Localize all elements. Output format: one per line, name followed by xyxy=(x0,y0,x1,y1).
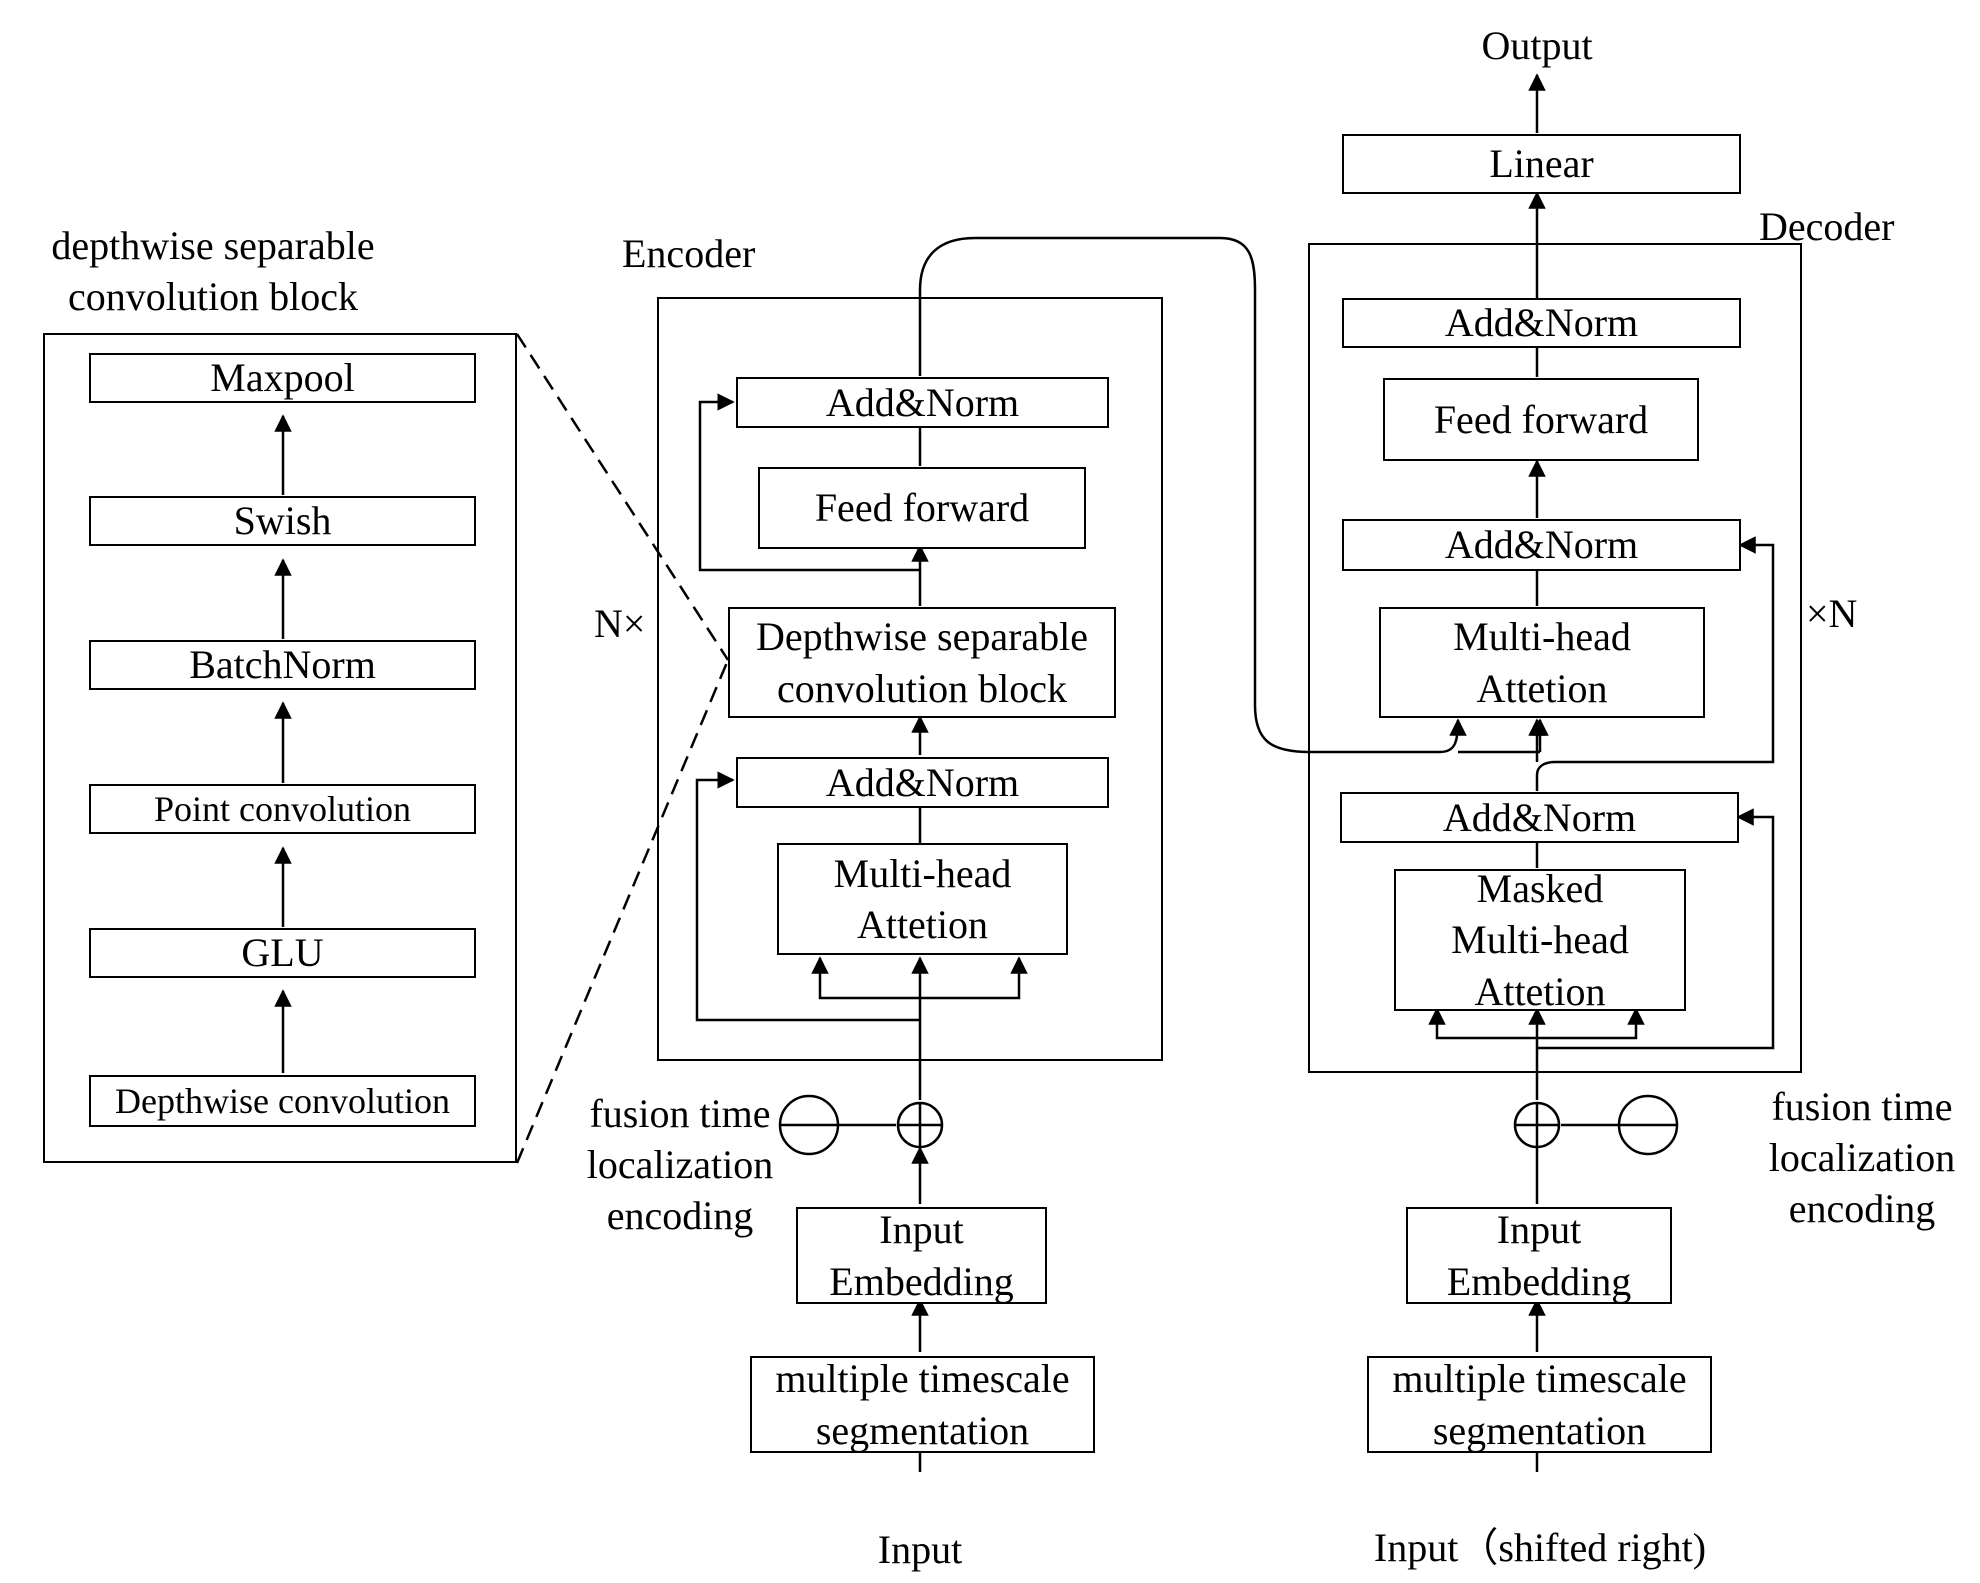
decoder-timescale-segmentation: multiple timescale segmentation xyxy=(1367,1356,1712,1453)
detail-panel-title: depthwise separable convolution block xyxy=(51,223,375,320)
encoder-fusion-symbol xyxy=(778,1094,840,1156)
decoder-input-label: Input（shifted right) xyxy=(1373,1525,1707,1570)
decoder-repeat-label: ×N xyxy=(1806,591,1858,636)
encoder-feed-forward: Feed forward xyxy=(758,467,1086,549)
decoder-add-norm-bottom: Add&Norm xyxy=(1340,792,1739,843)
decoder-frame xyxy=(1308,243,1802,1073)
arrow-dec-masked-k xyxy=(1428,1007,1537,1040)
decoder-multi-head-attention: Multi-head Attetion xyxy=(1379,607,1705,718)
arrow-encoder-output-to-decoder xyxy=(918,236,1467,754)
decoder-output-label: Output xyxy=(1481,23,1593,68)
encoder-repeat-label: N× xyxy=(594,601,646,646)
encoder-multi-head-attention: Multi-head Attetion xyxy=(777,843,1068,955)
encoder-conv-block: Depthwise separable convolution block xyxy=(728,607,1116,718)
detail-layer-depthwise-convolution: Depthwise convolution xyxy=(89,1075,476,1127)
arrow-enc-residual-2 xyxy=(698,393,920,572)
encoder-plus-symbol xyxy=(896,1101,944,1149)
encoder-title: Encoder xyxy=(622,231,756,276)
decoder-linear: Linear xyxy=(1342,134,1741,194)
encoder-frame xyxy=(657,297,1163,1061)
detail-panel-frame xyxy=(43,333,517,1163)
decoder-input-embedding: Input Embedding xyxy=(1406,1207,1672,1304)
detail-layer-batchnorm: BatchNorm xyxy=(89,640,476,690)
decoder-fusion-symbol xyxy=(1617,1094,1679,1156)
detail-layer-glu: GLU xyxy=(89,928,476,978)
encoder-input-label: Input xyxy=(877,1527,963,1572)
encoder-fusion-label: fusion time localization encoding xyxy=(586,1091,774,1239)
arrow-dec-residual-2 xyxy=(1535,536,1775,791)
detail-layer-point-convolution: Point convolution xyxy=(89,784,476,834)
encoder-input-embedding: Input Embedding xyxy=(796,1207,1047,1304)
detail-layer-maxpool: Maxpool xyxy=(89,353,476,403)
decoder-title: Decoder xyxy=(1759,204,1895,249)
decoder-add-norm-top: Add&Norm xyxy=(1342,298,1741,348)
detail-layer-swish: Swish xyxy=(89,496,476,546)
decoder-add-norm-mid: Add&Norm xyxy=(1342,519,1741,571)
arrow-dec-masked-v xyxy=(1537,1007,1645,1040)
zoom-line-bottom xyxy=(515,659,730,1164)
zoom-line-top xyxy=(515,333,730,661)
decoder-plus-symbol xyxy=(1513,1101,1561,1149)
decoder-fusion-label: fusion time localization encoding xyxy=(1768,1084,1956,1232)
arrow-enc-residual-1 xyxy=(695,771,920,1022)
encoder-timescale-segmentation: multiple timescale segmentation xyxy=(750,1356,1095,1453)
encoder-add-norm-top: Add&Norm xyxy=(736,377,1109,428)
arrow-enc-attn-k xyxy=(811,956,920,1000)
decoder-feed-forward: Feed forward xyxy=(1383,378,1699,461)
encoder-add-norm-bottom: Add&Norm xyxy=(736,757,1109,808)
arrow-dec-residual-1 xyxy=(1537,808,1775,1050)
arrow-enc-attn-v xyxy=(920,956,1028,1000)
decoder-masked-multi-head-attention: Masked Multi-head Attetion xyxy=(1394,866,1686,1014)
